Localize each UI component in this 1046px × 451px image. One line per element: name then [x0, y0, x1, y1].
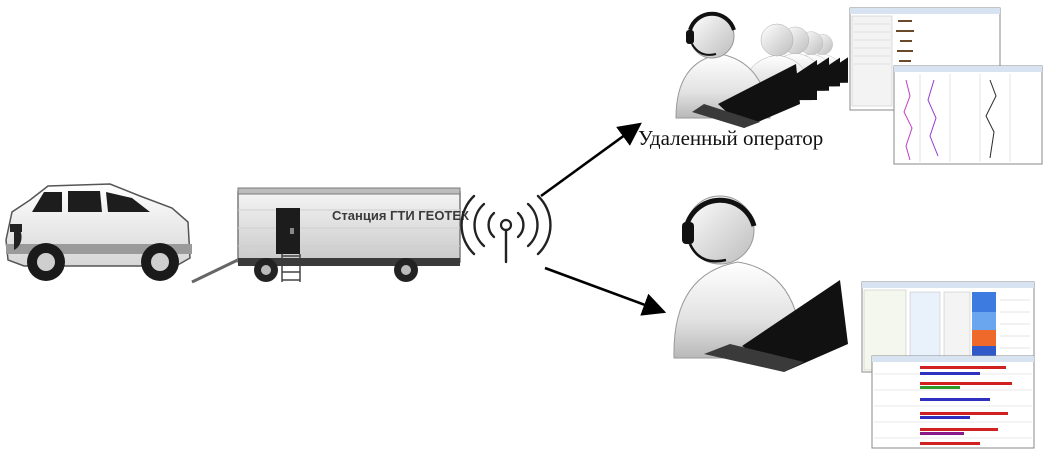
laptop-icon	[704, 280, 848, 372]
antenna-icon	[460, 194, 552, 264]
headset-icon	[682, 197, 757, 263]
trailer-label: Станция ГТИ ГЕОТЕК	[332, 208, 469, 223]
screenshot-icon	[893, 65, 1043, 165]
trailer-icon: Станция ГТИ ГЕОТЕК	[191, 187, 469, 284]
remote-operators	[675, 11, 848, 128]
laptop-icon	[692, 64, 800, 128]
arrow-to-remote	[540, 122, 642, 198]
arrow-to-local	[544, 266, 667, 316]
remote-operator-label: Удаленный оператор	[638, 126, 824, 150]
car-icon	[5, 183, 192, 281]
screenshot-icon	[871, 355, 1035, 449]
